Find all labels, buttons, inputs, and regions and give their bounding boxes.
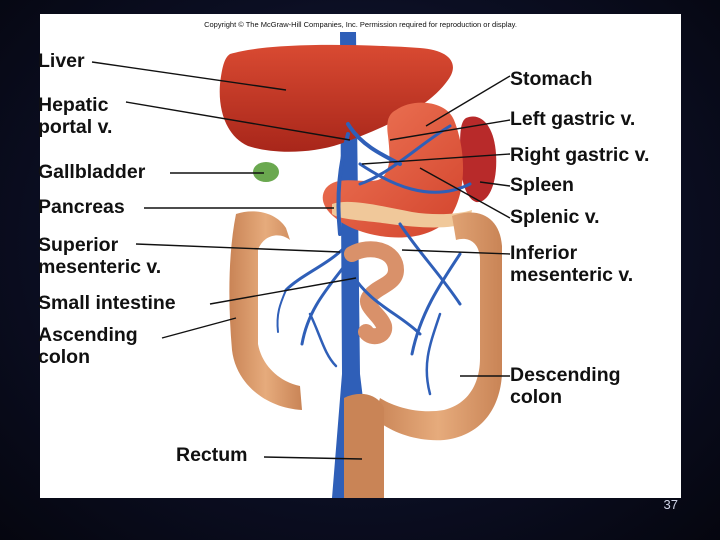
label-liver: Liver [38, 50, 85, 72]
label-right-gastric-vein: Right gastric v. [510, 144, 650, 166]
gallbladder-organ [253, 162, 279, 182]
label-hepatic-portal-vein: Hepatic portal v. [38, 94, 113, 138]
label-ascending-colon: Ascending colon [38, 324, 138, 368]
descending-colon [374, 212, 502, 441]
spleen-organ [460, 116, 497, 203]
anatomy-figure: Copyright © The McGraw-Hill Companies, I… [38, 14, 681, 498]
copyright-notice: Copyright © The McGraw-Hill Companies, I… [204, 20, 517, 29]
label-stomach: Stomach [510, 68, 593, 90]
label-inferior-mesenteric-vein: Inferior mesenteric v. [510, 242, 634, 286]
label-splenic-vein: Splenic v. [510, 206, 600, 228]
leader-lines-left [91, 61, 363, 460]
leader-lines-right [361, 75, 511, 377]
ascending-colon [229, 211, 302, 410]
pancreas-organ [332, 201, 472, 228]
label-spleen: Spleen [510, 174, 574, 196]
rectum-organ [344, 393, 384, 498]
page-number: 37 [663, 497, 678, 512]
anatomy-illustration [91, 32, 511, 498]
label-pancreas: Pancreas [38, 196, 125, 218]
label-small-intestine: Small intestine [38, 292, 176, 314]
label-superior-mesenteric-vein: Superior mesenteric v. [38, 234, 162, 278]
label-rectum: Rectum [176, 444, 248, 466]
liver-organ [219, 44, 453, 152]
label-gallbladder: Gallbladder [38, 161, 146, 183]
label-descending-colon: Descending colon [510, 364, 621, 408]
label-left-gastric-vein: Left gastric v. [510, 108, 636, 130]
